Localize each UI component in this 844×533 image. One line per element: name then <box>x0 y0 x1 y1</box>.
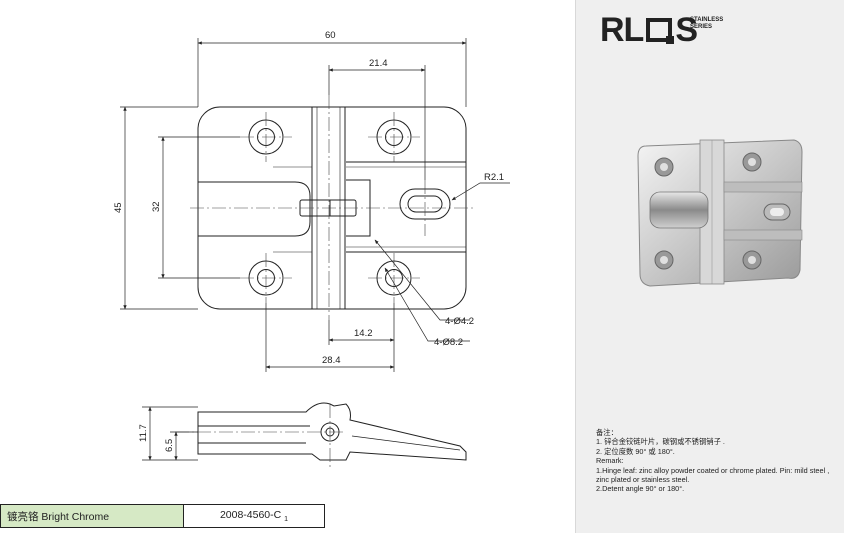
dim-21-4: 21.4 <box>369 58 388 69</box>
product-photo <box>637 139 803 287</box>
logo-box-icon <box>646 18 675 44</box>
notes-line-1: 1. 锌合金铰链叶片，碳钢或不锈钢销子 . <box>596 437 725 447</box>
dim-45: 45 <box>113 202 124 213</box>
part-code: 2008-4560-C 1 <box>183 504 325 528</box>
finish-name: 镀亮铬 Bright Chrome <box>0 504 184 528</box>
brand-logo: RL S STAINLESS SERIES <box>600 10 723 49</box>
notes-title: 备注： <box>596 428 618 437</box>
side-view <box>197 402 467 461</box>
dim-hole-small: 4-Ø4.2 <box>445 316 474 327</box>
dim-11-7: 11.7 <box>138 424 149 442</box>
logo-sub-2: SERIES <box>690 24 713 30</box>
dim-6-5: 6.5 <box>164 439 175 452</box>
dim-r2-1: R2.1 <box>484 172 504 183</box>
part-code-suffix: 1 <box>284 516 289 524</box>
dim-14-2: 14.2 <box>354 328 373 339</box>
part-code-value: 2008-4560-C <box>219 508 282 521</box>
logo-subtitle: STAINLESS SERIES <box>690 17 723 31</box>
notes-remark: Remark: <box>596 456 624 466</box>
logo-rl: RL <box>600 10 644 49</box>
logo-s: S <box>675 10 699 49</box>
logo-sub-1: STAINLESS <box>690 17 724 23</box>
dim-hole-large: 4-Ø8.2 <box>434 337 463 348</box>
notes-block: 备注： 1. 锌合金铰链叶片，碳钢或不锈钢销子 . 2. 定位度数 90° 或 … <box>596 428 844 494</box>
product-panel: RL S STAINLESS SERIES <box>575 0 844 533</box>
dim-60: 60 <box>325 30 336 41</box>
notes-line-4: 2.Detent angle 90° or 180°. <box>596 484 685 494</box>
finish-table: 镀亮铬 Bright Chrome 2008-4560-C 1 <box>0 504 325 528</box>
dim-32: 32 <box>151 201 162 212</box>
dim-28-4: 28.4 <box>322 355 341 366</box>
notes-line-3: 1.Hinge leaf: zinc alloy powder coated o… <box>596 465 830 485</box>
notes-line-2: 2. 定位度数 90° 或 180°. <box>596 446 675 456</box>
technical-drawing: 60 21.4 R2.1 45 32 4-Ø4.2 4-Ø8.2 14.2 28… <box>113 30 510 470</box>
